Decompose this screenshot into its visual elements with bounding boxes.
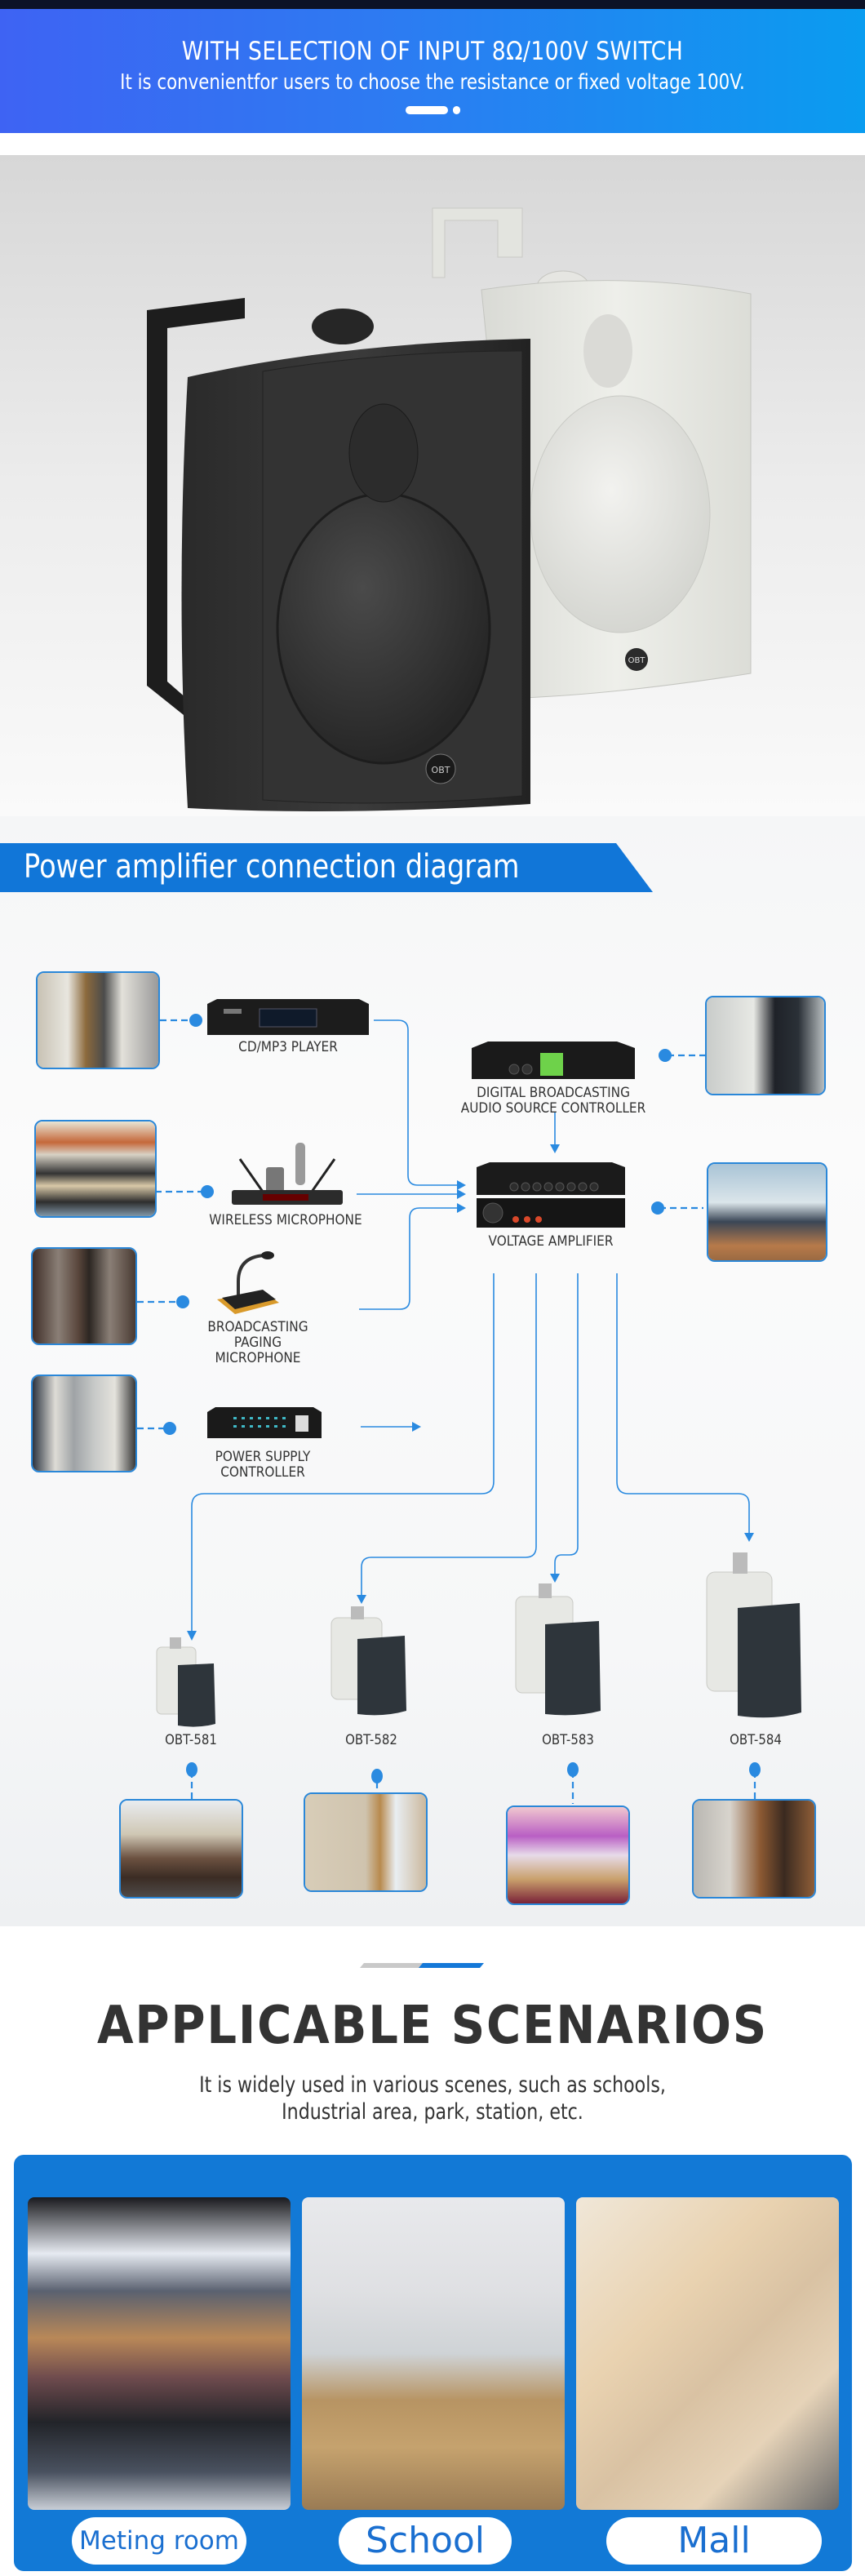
cd-mp3-player-device xyxy=(207,999,369,1035)
speaker-obt-581 xyxy=(156,1637,215,1727)
banner-title: WITH SELECTION OF INPUT 8Ω/100V SWITCH xyxy=(181,37,684,66)
connector-paging-to-amp xyxy=(359,1207,457,1310)
voltage-amplifier-label: VOLTAGE AMPLIFIER xyxy=(488,1233,614,1250)
cd-mp3-player-label: CD/MP3 PLAYER xyxy=(238,1039,338,1055)
connector-amp-to-obt583 xyxy=(554,1273,579,1575)
carousel-dot[interactable] xyxy=(452,106,460,114)
link-dot xyxy=(186,1762,197,1777)
scenario-pill-school[interactable]: School xyxy=(339,2517,512,2565)
scene-auditorium-stage-photo xyxy=(506,1805,630,1905)
digital-broadcasting-controller-device xyxy=(472,1042,635,1079)
power-supply-controller-label: POWER SUPPLY CONTROLLER xyxy=(215,1449,311,1481)
speaker-obt-584 xyxy=(706,1552,801,1718)
conference-table-photo xyxy=(31,1247,137,1345)
scenario-pill-mall[interactable]: Mall xyxy=(606,2517,822,2565)
connector-amp-to-obt582 xyxy=(361,1273,537,1596)
carousel-indicators xyxy=(0,106,865,114)
speaker-pair-illustration: OBT OBT xyxy=(147,207,752,811)
carousel-dot-active[interactable] xyxy=(405,106,448,114)
speaker-label-obt-582: OBT-582 xyxy=(345,1732,397,1748)
speaker-obt-583 xyxy=(515,1583,601,1716)
control-room-photo xyxy=(705,996,826,1095)
black-speaker-logo: OBT xyxy=(432,765,450,775)
white-speaker-logo: OBT xyxy=(628,656,646,665)
scenarios-subtitle: It is widely used in various scenes, suc… xyxy=(199,2072,666,2125)
link-dot xyxy=(176,1295,189,1308)
scene-meeting-room-photo xyxy=(692,1799,816,1899)
link-dot xyxy=(651,1201,664,1215)
link-dot xyxy=(659,1049,672,1062)
connector-lines xyxy=(137,1014,761,1804)
scenario-card-meeting-room xyxy=(28,2197,291,2510)
link-dot xyxy=(749,1762,761,1777)
scenarios-panel: Meting room School Mall xyxy=(14,2155,852,2571)
connector-cd-to-amp xyxy=(374,1019,457,1186)
speaker-label-obt-583: OBT-583 xyxy=(542,1732,594,1748)
wireless-microphone-device xyxy=(232,1143,343,1205)
scenario-card-school xyxy=(302,2197,565,2510)
white-speaker: OBT xyxy=(432,207,752,699)
digital-broadcasting-controller-label: DIGITAL BROADCASTING AUDIO SOURCE CONTRO… xyxy=(460,1085,646,1117)
wireless-microphone-label: WIRELESS MICROPHONE xyxy=(209,1212,362,1228)
lecture-hall-photo xyxy=(34,1120,157,1218)
scene-office-corner-photo xyxy=(304,1792,428,1892)
speaker-label-obt-581: OBT-581 xyxy=(165,1732,217,1748)
speaker-label-obt-584: OBT-584 xyxy=(730,1732,782,1748)
scenario-card-mall xyxy=(576,2197,839,2510)
section-divider xyxy=(360,1963,484,1968)
voltage-amplifier-device xyxy=(477,1162,625,1228)
banner-subtitle: It is convenientfor users to choose the … xyxy=(120,70,745,95)
scenarios-title: APPLICABLE SCENARIOS xyxy=(96,1996,769,2056)
link-dot xyxy=(567,1762,579,1777)
feature-banner: WITH SELECTION OF INPUT 8Ω/100V SWITCH I… xyxy=(0,9,865,133)
link-dot xyxy=(201,1185,214,1198)
paging-microphone-label: BROADCASTING PAGING MICROPHONE xyxy=(207,1319,308,1366)
paging-microphone-device xyxy=(217,1251,279,1314)
broadcast-room-photo xyxy=(36,971,160,1069)
black-speaker: OBT xyxy=(181,339,530,811)
equipment-cabinet-photo xyxy=(31,1375,137,1472)
hero-product-image: OBT OBT xyxy=(0,155,865,816)
speaker-obt-582 xyxy=(330,1606,406,1716)
power-supply-controller-device xyxy=(207,1407,322,1438)
scenario-pill-meeting-room[interactable]: Meting room xyxy=(72,2517,246,2565)
link-dot xyxy=(189,1014,202,1027)
connector-amp-to-obt584 xyxy=(616,1273,750,1534)
top-strip xyxy=(0,0,865,9)
connector-amp-to-obt581 xyxy=(191,1273,495,1632)
link-dot xyxy=(371,1769,383,1783)
scene-conference-hall-photo xyxy=(119,1799,243,1899)
diagram-title: Power amplifier connection diagram xyxy=(24,848,520,886)
diagram-title-banner: Power amplifier connection diagram xyxy=(0,843,653,892)
link-dot xyxy=(163,1422,176,1435)
amplifier-room-photo xyxy=(707,1162,827,1262)
connection-diagram: Power amplifier connection diagram xyxy=(0,816,865,1926)
